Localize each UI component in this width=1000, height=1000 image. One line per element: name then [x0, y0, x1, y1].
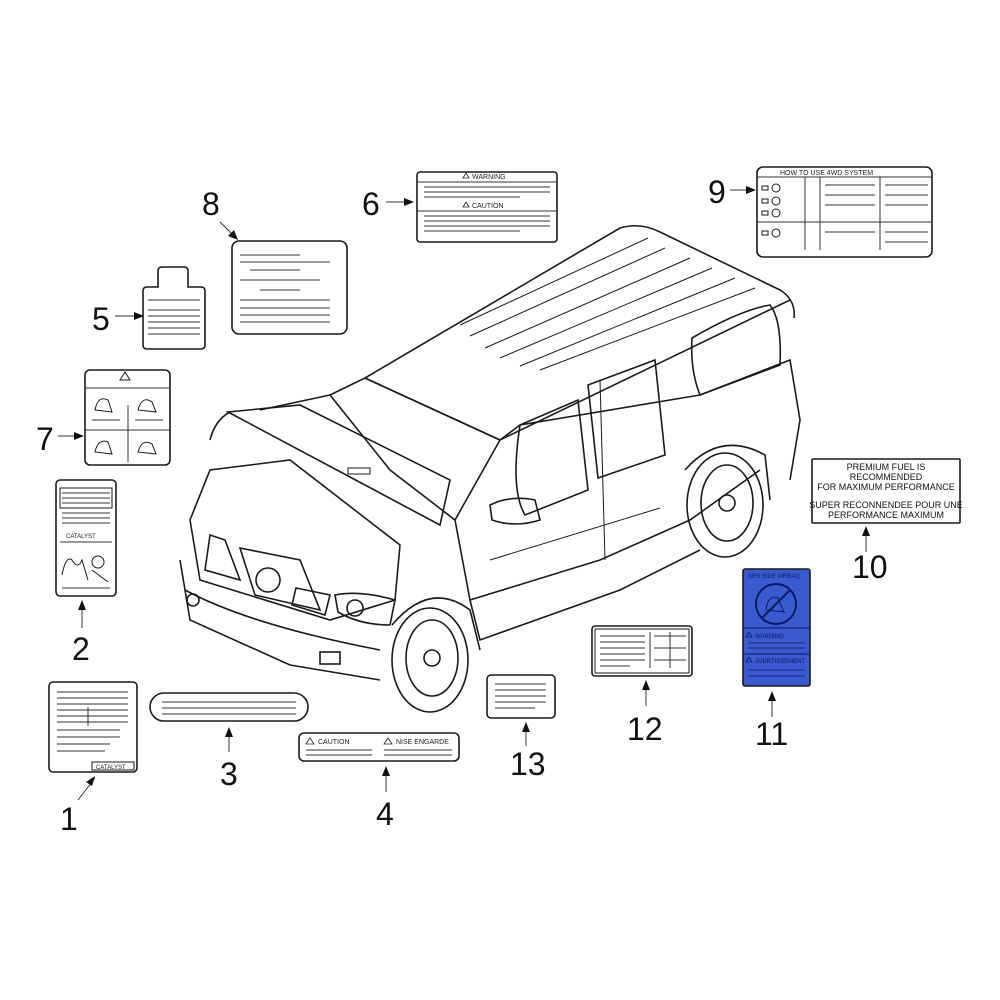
label-1-catalyst-text: CATALYST [96, 765, 126, 771]
label-5 [142, 266, 206, 350]
callout-6: 6 [362, 186, 380, 222]
label-11-warning-text: WARNING [755, 634, 784, 640]
label-1: CATALYST [48, 681, 138, 773]
label-9: HOW TO USE 4WD SYSTEM [756, 166, 933, 258]
callout-8: 8 [202, 186, 220, 222]
vehicle-illustration [179, 224, 801, 713]
label-3 [149, 692, 309, 722]
callout-3: 3 [220, 756, 238, 792]
label-8 [231, 240, 348, 335]
label-10-line3: FOR MAXIMUM PERFORMANCE [817, 482, 955, 492]
label-6: WARNING CAUTION [416, 171, 558, 243]
callout-2: 2 [72, 631, 90, 667]
label-13 [486, 674, 556, 719]
label-10-line2: RECOMMENDED [850, 472, 923, 482]
callout-12: 12 [627, 711, 663, 747]
label-11-avert-text: AVERTISSEMENT [755, 659, 805, 665]
label-6-caution-text: CAUTION [472, 203, 504, 210]
label-12 [591, 625, 693, 677]
callout-9: 9 [708, 174, 726, 210]
label-6-warning-text: WARNING [472, 174, 506, 181]
callout-7: 7 [36, 421, 54, 457]
label-9-title-text: HOW TO USE 4WD SYSTEM [780, 170, 873, 177]
callout-11: 11 [755, 716, 788, 752]
label-11-title-text: SRS SIDE AIRBAG [748, 574, 800, 580]
label-2-catalyst-text: CATALYST [66, 534, 96, 540]
label-11: SRS SIDE AIRBAG WARNING AVERTISSEMENT [742, 568, 811, 687]
no-child-seat-icon [755, 583, 797, 625]
label-10-line4: SUPER RECONNENDEE POUR UNE [809, 500, 963, 510]
label-2: CATALYST [55, 479, 117, 597]
label-4: CAUTION NISE ENGARDE [298, 732, 460, 762]
callout-1: 1 [60, 801, 78, 837]
label-10: PREMIUM FUEL IS RECOMMENDED FOR MAXIMUM … [809, 458, 963, 524]
callout-4: 4 [376, 796, 394, 832]
label-10-line5: PERFORMANCE MAXIMUM [828, 510, 944, 520]
callout-10: 10 [852, 549, 888, 585]
callout-13: 13 [510, 746, 546, 782]
label-4-caution-text: CAUTION [318, 739, 350, 746]
label-4-nise-text: NISE ENGARDE [396, 739, 449, 746]
label-10-line1: PREMIUM FUEL IS [847, 462, 926, 472]
label-7 [84, 369, 171, 466]
callout-5: 5 [92, 301, 110, 337]
